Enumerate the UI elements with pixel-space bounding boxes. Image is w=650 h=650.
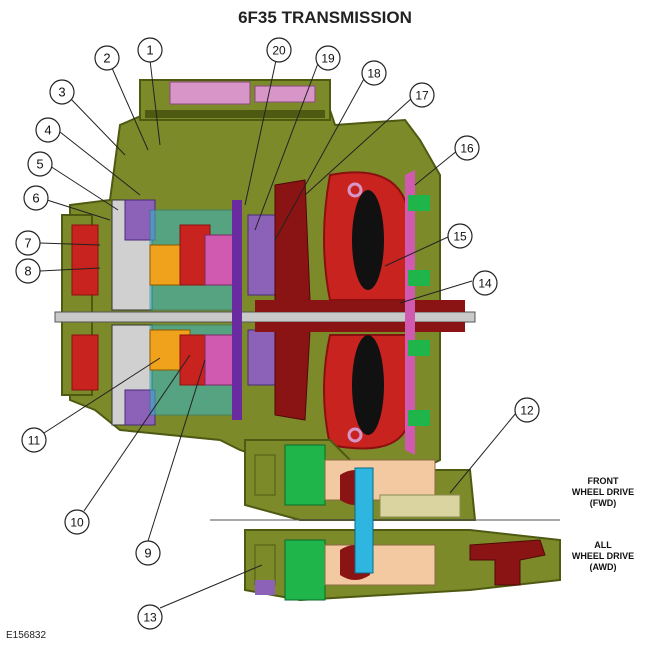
callout-3: 3 bbox=[49, 79, 75, 105]
callout-8: 8 bbox=[15, 258, 41, 284]
svg-text:20: 20 bbox=[272, 44, 286, 58]
awd-label: ALL WHEEL DRIVE (AWD) bbox=[560, 540, 646, 573]
svg-text:16: 16 bbox=[460, 142, 474, 156]
callout-4: 4 bbox=[35, 117, 61, 143]
callout-19: 19 bbox=[315, 45, 341, 71]
fwd-label-line2: WHEEL DRIVE bbox=[571, 487, 635, 497]
svg-text:4: 4 bbox=[44, 123, 51, 138]
final-drive-awd bbox=[244, 529, 561, 602]
fwd-label-line1: FRONT bbox=[587, 476, 619, 486]
callout-14: 14 bbox=[472, 270, 498, 296]
callout-7: 7 bbox=[15, 230, 41, 256]
svg-text:17: 17 bbox=[415, 89, 429, 103]
svg-text:1: 1 bbox=[146, 43, 153, 58]
svg-text:2: 2 bbox=[103, 51, 110, 66]
callout-13: 13 bbox=[137, 604, 163, 630]
planetary-gearsets bbox=[149, 200, 242, 420]
callout-2: 2 bbox=[94, 45, 120, 71]
awd-label-line1: ALL bbox=[594, 540, 612, 550]
svg-text:18: 18 bbox=[367, 67, 381, 81]
callout-10: 10 bbox=[64, 509, 90, 535]
svg-text:6: 6 bbox=[32, 191, 39, 206]
fwd-label: FRONT WHEEL DRIVE (FWD) bbox=[560, 476, 646, 509]
torque-converter bbox=[323, 170, 430, 455]
callout-9: 9 bbox=[135, 540, 161, 566]
callouts: 1 2 3 4 5 6 7 8 9 10 11 12 13 14 15 16 1… bbox=[15, 37, 540, 630]
svg-text:5: 5 bbox=[36, 157, 43, 172]
svg-text:11: 11 bbox=[28, 434, 41, 448]
svg-text:19: 19 bbox=[321, 52, 335, 66]
svg-text:10: 10 bbox=[70, 516, 84, 530]
svg-text:3: 3 bbox=[58, 85, 65, 100]
callout-15: 15 bbox=[447, 223, 473, 249]
svg-text:14: 14 bbox=[478, 277, 492, 291]
svg-text:13: 13 bbox=[143, 611, 157, 625]
callout-16: 16 bbox=[454, 135, 480, 161]
callout-5: 5 bbox=[27, 151, 53, 177]
callout-6: 6 bbox=[23, 185, 49, 211]
callout-11: 11 bbox=[21, 427, 47, 453]
svg-text:7: 7 bbox=[24, 236, 31, 251]
pump-assembly bbox=[247, 179, 465, 421]
valve-body bbox=[139, 79, 331, 121]
figure-id: E156832 bbox=[6, 630, 47, 641]
intermediate-shaft bbox=[354, 467, 374, 574]
awd-label-line3: (AWD) bbox=[589, 562, 617, 572]
callout-leaders bbox=[39, 50, 517, 609]
callout-18: 18 bbox=[361, 60, 387, 86]
svg-text:12: 12 bbox=[520, 404, 534, 418]
diagram-title: 6F35 TRANSMISSION bbox=[238, 8, 412, 27]
callout-12: 12 bbox=[514, 397, 540, 423]
awd-label-line2: WHEEL DRIVE bbox=[571, 551, 635, 561]
svg-text:15: 15 bbox=[453, 230, 467, 244]
svg-text:9: 9 bbox=[144, 546, 151, 561]
fwd-label-line3: (FWD) bbox=[589, 498, 617, 508]
callout-17: 17 bbox=[409, 82, 435, 108]
callout-1: 1 bbox=[137, 37, 163, 63]
callout-20: 20 bbox=[266, 37, 292, 63]
svg-text:8: 8 bbox=[24, 264, 31, 279]
